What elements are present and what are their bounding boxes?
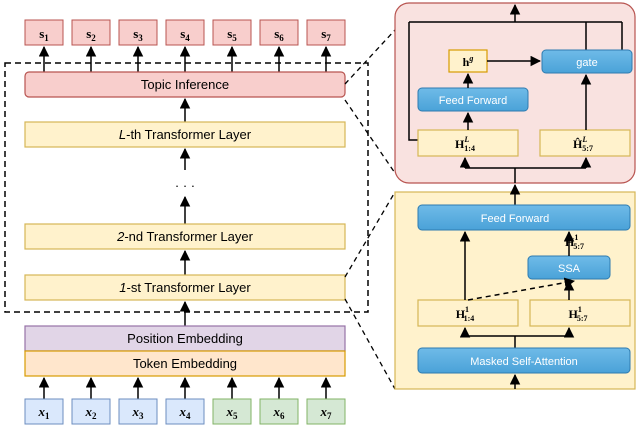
ssa-node: SSA	[527, 255, 611, 280]
output-node-1: s1	[24, 19, 64, 46]
svg-text:HL1:4: HL1:4	[455, 135, 475, 153]
svg-text:x4: x4	[179, 404, 192, 421]
svg-text:2-nd Transformer Layer: 2-nd Transformer Layer	[116, 229, 254, 244]
transformer-layer-detail-panel: Feed Forward Ĥ15:7 SSA H11:4 H15:7	[394, 183, 636, 390]
output-arrows	[38, 45, 332, 72]
input-node-7: x7	[306, 398, 346, 425]
input-node-1: x1	[24, 398, 64, 425]
model-dashed-frame	[4, 62, 369, 313]
svg-text:Token Embedding: Token Embedding	[133, 356, 237, 371]
svg-text:gate: gate	[576, 57, 597, 69]
svg-text:1-st Transformer Layer: 1-st Transformer Layer	[119, 280, 251, 295]
masked-self-attention-node: Masked Self-Attention	[417, 347, 631, 374]
input-node-2: x2	[71, 398, 111, 425]
input-node-5: x5	[212, 398, 252, 425]
transformer-layer-L: L-th Transformer Layer	[24, 121, 346, 148]
output-node-6: s6	[259, 19, 299, 46]
svg-text:s2: s2	[86, 26, 96, 43]
svg-text:Feed Forward: Feed Forward	[439, 95, 507, 107]
output-row: s1 s2 s3 s4 s5 s6 s7	[24, 19, 346, 46]
bottom-H-hat-1-5-7-label: Ĥ15:7	[565, 233, 584, 251]
bottom-feed-forward-node: Feed Forward	[417, 204, 631, 231]
svg-text:s3: s3	[133, 26, 143, 43]
svg-text:hg: hg	[463, 54, 474, 69]
output-node-7: s7	[306, 19, 346, 46]
svg-text:x6: x6	[273, 404, 286, 421]
input-arrows	[38, 376, 332, 399]
output-node-2: s2	[71, 19, 111, 46]
svg-text:x1: x1	[38, 404, 51, 421]
svg-text:s4: s4	[180, 26, 190, 43]
output-node-3: s3	[118, 19, 158, 46]
h-g-node: hg	[448, 49, 488, 73]
output-node-4: s4	[165, 19, 205, 46]
svg-text:L-th Transformer Layer: L-th Transformer Layer	[119, 127, 252, 142]
input-node-6: x6	[259, 398, 299, 425]
top-feed-forward-node: Feed Forward	[417, 87, 529, 112]
svg-text:x2: x2	[85, 404, 98, 421]
svg-text:s1: s1	[39, 26, 49, 43]
svg-text:Feed Forward: Feed Forward	[481, 213, 549, 225]
zoom-connectors	[344, 29, 396, 390]
input-node-4: x4	[165, 398, 205, 425]
svg-text:s7: s7	[321, 26, 331, 43]
transformer-layer-1: 1-st Transformer Layer	[24, 274, 346, 301]
input-node-3: x3	[118, 398, 158, 425]
svg-text:SSA: SSA	[558, 263, 581, 275]
svg-text:H15:7: H15:7	[568, 305, 587, 323]
gate-node: gate	[541, 49, 633, 74]
input-row: x1 x2 x3 x4 x5 x6 x7	[24, 398, 346, 425]
svg-text:x5: x5	[226, 404, 239, 421]
svg-text:H11:4: H11:4	[456, 305, 475, 323]
transformer-layer-2: 2-nd Transformer Layer	[24, 223, 346, 250]
topic-inference-block: Topic Inference	[24, 71, 346, 98]
svg-text:ĤL5:7: ĤL5:7	[573, 135, 593, 153]
svg-text:x3: x3	[132, 404, 145, 421]
svg-text:s6: s6	[274, 26, 284, 43]
svg-text:Position Embedding: Position Embedding	[127, 331, 243, 346]
svg-text:s5: s5	[227, 26, 237, 43]
position-embedding-block: Position Embedding	[24, 325, 346, 352]
svg-text:Topic Inference: Topic Inference	[141, 77, 229, 92]
ellipsis: · · ·	[175, 178, 195, 193]
svg-text:x7: x7	[320, 404, 333, 421]
token-embedding-block: Token Embedding	[24, 350, 346, 377]
output-node-5: s5	[212, 19, 252, 46]
svg-text:Masked Self-Attention: Masked Self-Attention	[470, 356, 578, 368]
